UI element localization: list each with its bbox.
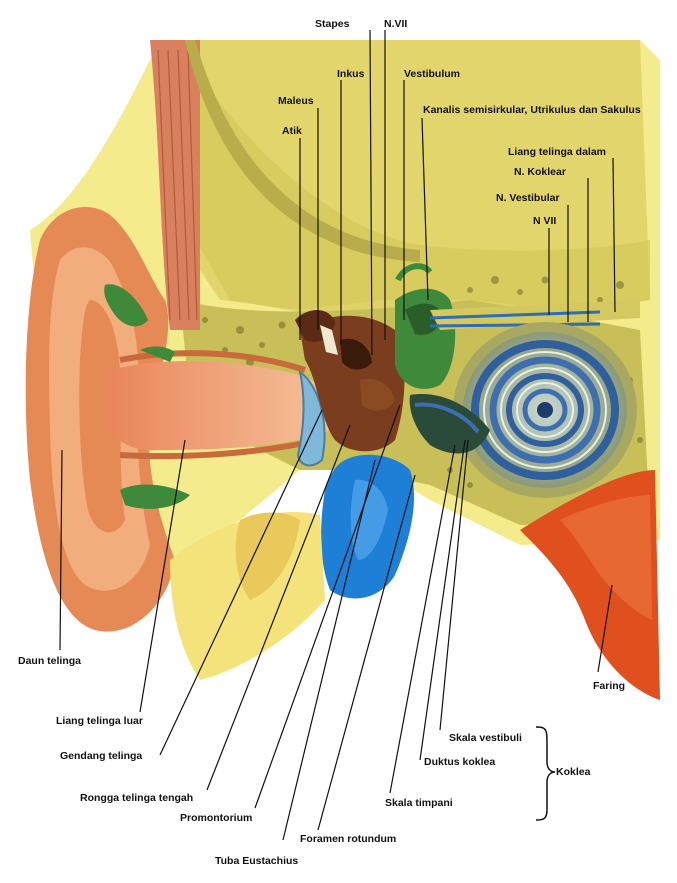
label-stapes: Stapes — [315, 18, 349, 30]
label-liang-telinga-dalam: Liang telinga dalam — [508, 146, 606, 158]
label-liang-telinga-luar: Liang telinga luar — [56, 715, 143, 727]
label-faring: Faring — [593, 680, 625, 692]
label-atik: Atik — [282, 125, 302, 137]
label-gendang-telinga: Gendang telinga — [60, 750, 142, 762]
label-kanalis: Kanalis semisirkular, Utrikulus dan Saku… — [423, 104, 641, 116]
label-inkus: Inkus — [337, 68, 364, 80]
label-n-vii: N VII — [533, 215, 556, 227]
label-vestibulum: Vestibulum — [404, 68, 460, 80]
label-promontorium: Promontorium — [180, 812, 252, 824]
label-n-koklear: N. Koklear — [514, 166, 566, 178]
label-foramen-rotundum: Foramen rotundum — [300, 833, 396, 845]
label-koklea: Koklea — [556, 766, 590, 778]
label-daun-telinga: Daun telinga — [18, 655, 81, 667]
label-skala-vestibuli: Skala vestibuli — [449, 732, 522, 744]
label-tuba-eustachius: Tuba Eustachius — [215, 855, 298, 867]
label-maleus: Maleus — [278, 95, 314, 107]
label-skala-timpani: Skala timpani — [385, 797, 453, 809]
label-duktus-koklea: Duktus koklea — [424, 756, 495, 768]
label-n-vestibular: N. Vestibular — [496, 192, 560, 204]
label-n-vii-top: N.VII — [384, 18, 407, 30]
label-rongga-telinga-tengah: Rongga telinga tengah — [80, 792, 193, 804]
